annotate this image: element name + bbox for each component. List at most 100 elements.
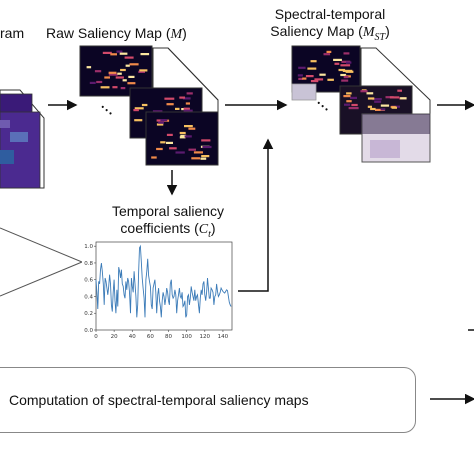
heat-cell bbox=[341, 79, 349, 82]
heat-cell bbox=[188, 127, 196, 130]
computation-process-box: Computation of spectral-temporal salienc… bbox=[0, 367, 416, 433]
heat-cell bbox=[179, 131, 186, 135]
heat-cell bbox=[182, 97, 191, 100]
heat-cell bbox=[164, 97, 175, 100]
heat-cell bbox=[370, 107, 376, 111]
spectrogram-stack-partial bbox=[0, 89, 45, 189]
heat-cell bbox=[102, 51, 112, 54]
heat-cell bbox=[124, 56, 134, 59]
x-tick-label: 100 bbox=[181, 334, 192, 340]
heat-cell bbox=[360, 90, 368, 93]
heat-cell bbox=[380, 108, 386, 111]
heat-cell bbox=[385, 96, 394, 99]
heat-cell bbox=[158, 121, 164, 124]
heat-cell bbox=[175, 107, 180, 110]
heat-cell bbox=[156, 147, 163, 151]
x-tick-label: 20 bbox=[111, 334, 118, 340]
heat-cell bbox=[346, 92, 352, 95]
heat-cell bbox=[179, 136, 186, 139]
heat-cell bbox=[133, 109, 139, 112]
heat-cell bbox=[152, 110, 163, 113]
heat-cell bbox=[380, 104, 390, 107]
raw-saliency-map-stack bbox=[79, 45, 219, 166]
heat-cell bbox=[141, 103, 148, 107]
heat-cell bbox=[343, 76, 349, 79]
y-tick-label: 0.2 bbox=[84, 311, 93, 317]
heat-cell bbox=[108, 73, 118, 76]
heat-cell bbox=[372, 98, 382, 101]
heat-cell bbox=[104, 76, 110, 79]
heat-cell bbox=[160, 141, 166, 144]
heat-cell bbox=[298, 77, 303, 80]
y-tick-label: 0.4 bbox=[84, 294, 93, 300]
heat-cell bbox=[166, 103, 174, 106]
heat-cell bbox=[340, 64, 351, 67]
heat-cell bbox=[96, 80, 103, 84]
heat-cell bbox=[343, 52, 350, 55]
heat-cell bbox=[334, 62, 340, 65]
y-tick-label: 1.0 bbox=[84, 244, 93, 250]
saliency-coefficient-line bbox=[95, 244, 232, 318]
heat-cell bbox=[333, 58, 342, 61]
heat-cell bbox=[367, 97, 375, 100]
heat-cell bbox=[314, 78, 324, 81]
callout-line-upper bbox=[0, 227, 83, 263]
y-tick-label: 0.8 bbox=[84, 261, 93, 267]
raw-saliency-map-title: Raw Saliency Map (M) bbox=[46, 25, 187, 42]
temporal-saliency-coefficients-title: Temporal saliency coefficients (Ct) bbox=[111, 203, 225, 240]
callout-line-lower bbox=[0, 261, 83, 297]
y-tick-label: 0.6 bbox=[84, 278, 93, 284]
heat-cell bbox=[175, 151, 185, 154]
heat-cell bbox=[134, 119, 143, 122]
heat-cell bbox=[110, 53, 117, 56]
computation-process-label: Computation of spectral-temporal salienc… bbox=[9, 392, 309, 408]
heat-cell bbox=[367, 105, 372, 108]
heat-cell bbox=[310, 60, 317, 63]
spectrogram-title-partial: ram bbox=[0, 25, 25, 41]
heat-cell bbox=[94, 70, 102, 73]
heat-cell bbox=[179, 96, 185, 99]
heat-cell bbox=[366, 92, 374, 95]
heat-cell bbox=[100, 86, 110, 89]
x-tick-label: 40 bbox=[129, 334, 136, 340]
heat-cell bbox=[348, 107, 359, 110]
x-tick-label: 60 bbox=[147, 334, 154, 340]
heat-cell bbox=[140, 53, 150, 56]
heat-cell bbox=[134, 107, 144, 110]
heat-cell bbox=[338, 68, 346, 72]
heat-cell bbox=[188, 148, 196, 151]
spectral-temporal-map-stack bbox=[291, 45, 431, 163]
heat-cell bbox=[341, 60, 351, 63]
heat-cell bbox=[343, 95, 351, 98]
heat-cell bbox=[166, 141, 173, 144]
heat-cell bbox=[169, 147, 177, 150]
heat-cell bbox=[183, 107, 190, 110]
heat-cell bbox=[185, 102, 190, 105]
heat-cell bbox=[389, 96, 400, 99]
heat-cell bbox=[193, 151, 203, 154]
heat-cell bbox=[400, 97, 407, 100]
heat-cell bbox=[183, 109, 193, 112]
heat-cell bbox=[345, 70, 354, 73]
heat-cell bbox=[310, 80, 319, 83]
heat-cell bbox=[326, 50, 332, 53]
heat-cell bbox=[120, 87, 126, 90]
heat-cell bbox=[186, 92, 193, 95]
heat-cell bbox=[374, 100, 382, 103]
heat-cell bbox=[160, 119, 168, 122]
spectral-temporal-ellipsis: • • • bbox=[315, 99, 331, 114]
heat-cell bbox=[180, 134, 187, 137]
heat-cell bbox=[151, 156, 157, 159]
heat-cell bbox=[344, 103, 351, 106]
heat-cell bbox=[115, 76, 124, 79]
heat-cell bbox=[297, 74, 303, 77]
heat-cell bbox=[201, 155, 210, 158]
chart-card bbox=[82, 238, 238, 338]
heat-cell bbox=[201, 139, 211, 142]
heat-cell bbox=[108, 71, 117, 74]
arrow-coefficients-to-spectral-temporal bbox=[238, 138, 274, 292]
heat-cell bbox=[129, 63, 139, 66]
heat-cell bbox=[156, 123, 164, 126]
